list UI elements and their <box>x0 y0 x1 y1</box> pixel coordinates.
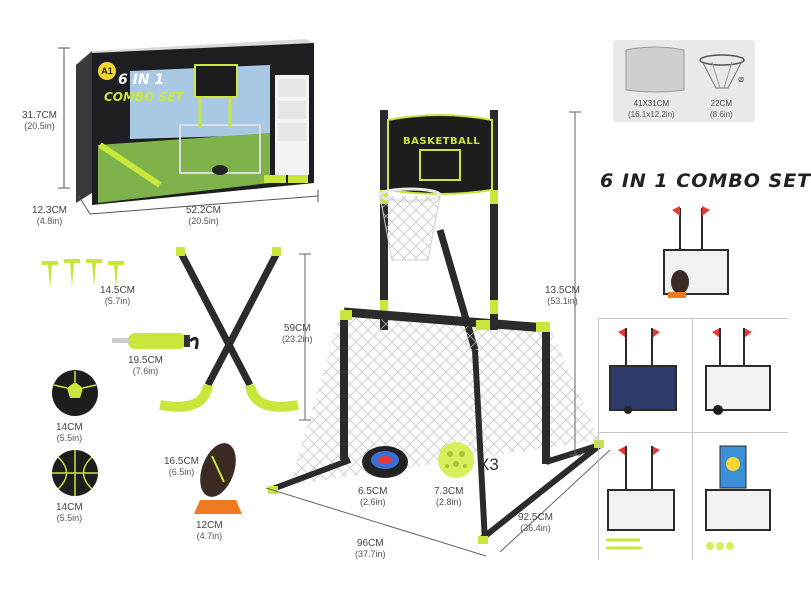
config-goal-puck-target <box>609 328 677 414</box>
hoop-net-icon: ⌀ <box>699 54 745 89</box>
product-box <box>76 39 314 205</box>
wiffle-ball-dim: 7.3CM(2.8in) <box>434 486 464 507</box>
basketball-icon <box>52 450 98 496</box>
football-dim: 16.5CM(6.5in) <box>164 456 200 477</box>
backboard-dim: 41X31CM(16.1x12.2in) <box>628 99 675 119</box>
config-grid-divider <box>598 432 788 433</box>
total-height-dim: 13.5CM(53.1in) <box>545 285 581 306</box>
soccer-ball-dim: 14CM(5.5in) <box>56 422 83 443</box>
config-goal-target-balls <box>705 445 771 550</box>
product-title: 6 IN 1 COMBO SET <box>600 170 811 192</box>
puck-dim: 6.5CM(2.6in) <box>358 486 388 507</box>
box-brand-logo: A1 <box>98 62 116 80</box>
box-height-dim: 31.7CM(20.5in) <box>22 110 58 131</box>
basketball-dim: 14CM(5.5in) <box>56 502 83 523</box>
config-grid-divider <box>598 318 599 560</box>
goal-depth-dim: 92.5CM(36.4in) <box>518 512 554 533</box>
backboard-label: BASKETBALL <box>403 136 481 147</box>
hockey-sticks-icon <box>159 247 299 412</box>
svg-text:⌀: ⌀ <box>738 74 744 85</box>
wiffle-ball-icon <box>438 442 474 478</box>
config-grid-divider <box>598 318 788 319</box>
box-depth-dim: 12.3CM(4.8in) <box>32 205 68 226</box>
cones-icon <box>42 259 124 289</box>
sticks-dim: 59CM(23.2in) <box>282 323 313 344</box>
tee-dim: 12CM(4.7in) <box>196 520 223 541</box>
box-title-line1: 6 IN 1 <box>118 72 165 88</box>
hoop-dim: 22CM(8.6in) <box>710 99 733 119</box>
config-goal-soccer <box>705 328 771 415</box>
soccer-ball-icon <box>52 370 98 416</box>
box-title-line2: COMBO SET <box>104 90 184 104</box>
goal-width-dim: 96CM(37.7in) <box>355 538 386 559</box>
config-goal-hockey <box>606 446 675 550</box>
hover-puck-icon <box>362 446 408 478</box>
pump-icon <box>112 333 199 350</box>
backboard-icon <box>625 46 685 93</box>
config-grid-divider <box>692 318 693 560</box>
pump-dim: 19.5CM(7.6in) <box>128 355 164 376</box>
ball-count: X3 <box>478 455 499 474</box>
box-width-dim: 52.2CM(20.5in) <box>186 205 222 226</box>
football-tee-icon <box>194 443 242 514</box>
box-dimension-lines <box>58 47 319 215</box>
config-goal-with-flags <box>663 206 729 298</box>
main-goal-assembly <box>268 110 604 544</box>
cones-dim: 14.5CM(5.7in) <box>100 285 136 306</box>
